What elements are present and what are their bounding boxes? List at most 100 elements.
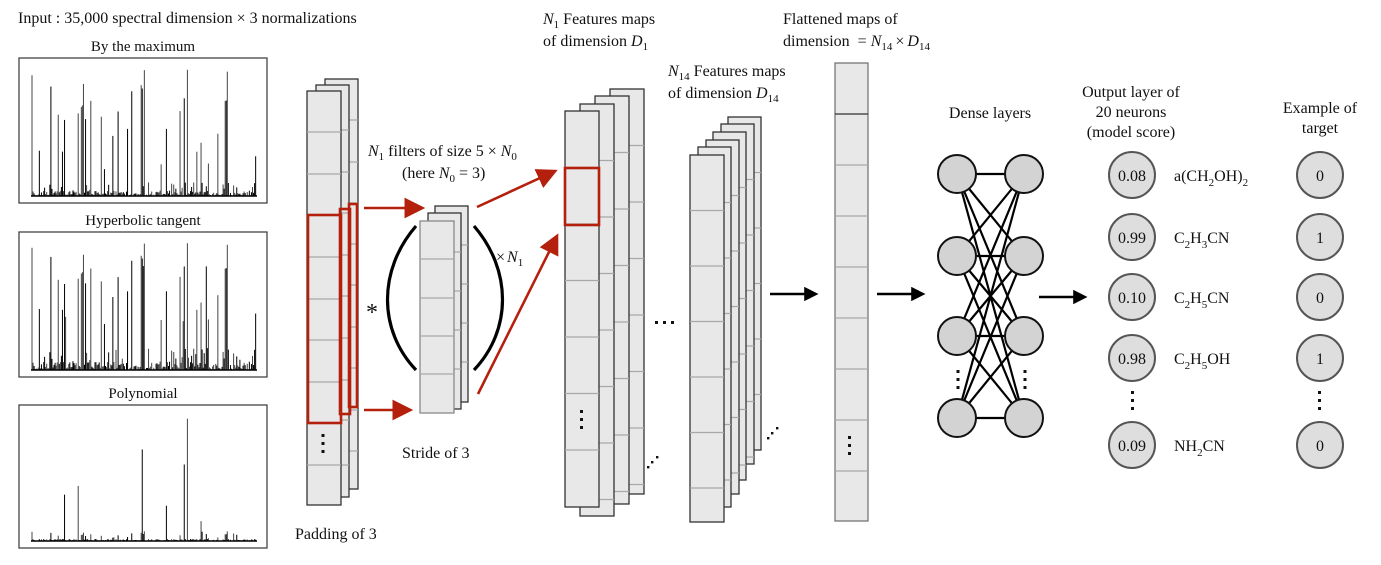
output-row: 0.98 C2H5OH 1 (1108, 334, 1344, 382)
molecule-label: C2H5CN (1174, 290, 1230, 311)
spectrum-frame (18, 57, 268, 204)
filter-stack (419, 205, 469, 414)
svg-text:(model score): (model score) (1087, 124, 1175, 141)
right-parenthesis (472, 224, 505, 372)
dense-neuron (937, 316, 977, 356)
target-neuron (1296, 334, 1344, 382)
spectrum-frame (18, 404, 268, 549)
target-value: 1 (1316, 351, 1324, 368)
dense-neuron (937, 236, 977, 276)
molecule-label: C2H5OH (1174, 351, 1231, 372)
molecule-label: NH2CN (1174, 438, 1225, 459)
molecule-label: C2H3CN (1174, 230, 1230, 251)
receptive-field-highlight (306, 213, 343, 425)
spectrum-panel-poly: Polynomial (18, 386, 268, 549)
target-header: Example of target (1283, 100, 1358, 137)
dense-neuron (937, 154, 977, 194)
vertical-ellipsis-icon (956, 378, 960, 381)
vertical-ellipsis-icon (956, 370, 960, 373)
flattened-label-line2: dimension =N14×D14 (783, 33, 930, 53)
dense-neuron (1004, 236, 1044, 276)
input-title: Input : 35,000 spectral dimension × 3 no… (18, 10, 357, 27)
feature-map-column (689, 154, 725, 523)
arrow-to-feature-bottom (476, 233, 559, 395)
dense-connection (955, 255, 1026, 419)
spectrum-panel-max: By the maximum (18, 39, 268, 204)
output-row: 0.99 C2H3CN 1 (1108, 213, 1344, 261)
output-neuron (1108, 273, 1156, 321)
dense-layers-label: Dense layers (949, 105, 1031, 122)
dense-neuron (1004, 398, 1044, 438)
vertical-ellipsis-icon (1131, 391, 1134, 410)
output-header: Output layer of 20 neurons (model score) (1082, 84, 1180, 141)
dense-neuron (1004, 154, 1044, 194)
dense-network (937, 154, 1044, 438)
output-row: 0.08 a(CH2OH)2 0 (1108, 151, 1344, 199)
target-neuron (1296, 213, 1344, 261)
molecule-label: a(CH2OH)2 (1174, 168, 1248, 189)
vertical-ellipsis-icon (580, 410, 583, 429)
times-n1-label: ×N1 (496, 249, 523, 269)
feature-map-highlight (563, 166, 601, 227)
output-neuron (1108, 213, 1156, 261)
output-rows: 0.08 a(CH2OH)2 0 0.99 C2H3CN 1 0.10 C2H5CN 0 0.98… (1108, 151, 1344, 469)
flattened-vector (834, 62, 869, 522)
dense-connection (955, 173, 1026, 419)
output-row: 0.10 C2H5CN 0 (1108, 273, 1344, 321)
stride-label: Stride of 3 (402, 445, 470, 462)
spectrum-panel-tanh: Hyperbolic tangent (18, 213, 268, 378)
dense-neuron (1004, 316, 1044, 356)
input-stack (306, 78, 359, 506)
vertical-ellipsis-icon (1023, 370, 1027, 373)
output-neuron (1108, 151, 1156, 199)
dense-neuron (937, 398, 977, 438)
vertical-ellipsis-icon (956, 386, 960, 389)
target-value: 0 (1316, 438, 1324, 455)
feature-map-column (564, 110, 600, 508)
spectrum-peaks-tanh (31, 243, 257, 371)
target-value: 0 (1316, 290, 1324, 307)
vertical-ellipsis-icon (321, 434, 325, 453)
diagonal-ellipsis-icon (647, 456, 659, 469)
horizontal-ellipsis-icon (655, 321, 674, 324)
output-score: 0.98 (1118, 351, 1146, 368)
feature-maps-14-stack (689, 116, 762, 523)
svg-text:target: target (1302, 120, 1339, 137)
target-value: 0 (1316, 168, 1324, 185)
vertical-ellipsis-icon (848, 436, 851, 455)
svg-text:Output layer of: Output layer of (1082, 84, 1180, 101)
output-score: 0.10 (1118, 290, 1146, 307)
target-neuron (1296, 421, 1344, 469)
flattened-label-line1: Flattened maps of (783, 11, 898, 28)
diagonal-ellipsis-icon (767, 427, 779, 440)
spectrum-label-tanh: Hyperbolic tangent (85, 213, 201, 229)
arrow-to-feature-top (476, 169, 558, 209)
padding-label: Padding of 3 (295, 526, 377, 543)
spectrum-peaks-poly (31, 418, 257, 542)
dense-connection (955, 173, 1026, 337)
svg-text:20 neurons: 20 neurons (1096, 104, 1167, 121)
spectrum-label-max: By the maximum (91, 39, 195, 55)
left-parenthesis (385, 224, 418, 372)
spectrum-label-poly: Polynomial (108, 386, 177, 402)
output-score: 0.99 (1118, 230, 1146, 247)
convolution-operator: * (366, 300, 378, 326)
feature-maps-1-stack (564, 88, 645, 517)
vertical-ellipsis-icon (1318, 391, 1321, 410)
output-neuron (1108, 334, 1156, 382)
output-score: 0.08 (1118, 168, 1146, 185)
output-neuron (1108, 421, 1156, 469)
target-neuron (1296, 273, 1344, 321)
vertical-ellipsis-icon (1023, 386, 1027, 389)
spectrum-peaks-max (31, 69, 257, 197)
target-value: 1 (1316, 230, 1324, 247)
vertical-ellipsis-icon (1023, 378, 1027, 381)
